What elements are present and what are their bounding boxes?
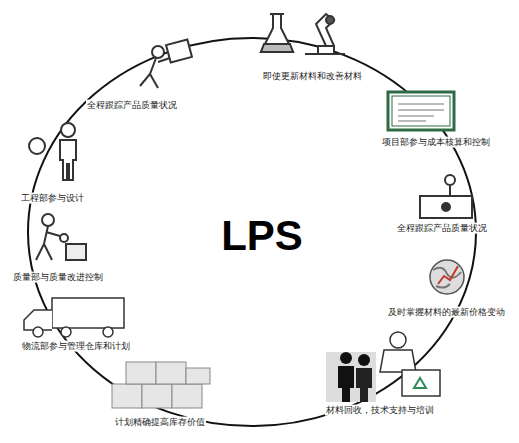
- desk-person-icon: [420, 175, 472, 218]
- cycle-label: 项目部参与成本核算和控制: [381, 137, 491, 148]
- cycle-label: 材料回收，技术支持与培训: [325, 405, 435, 416]
- lab-icon: [261, 14, 345, 54]
- cycle-label: 物流部参与管理仓库和计划: [21, 341, 131, 352]
- recycle-training-icon: [326, 332, 440, 402]
- lps-center-title: LPS: [220, 211, 304, 261]
- pushing-person-icon: [140, 39, 192, 88]
- cycle-label: 及时掌握材料的最新价格变动: [387, 307, 506, 318]
- truck-icon: [24, 298, 124, 337]
- engineer-icon: [29, 123, 76, 180]
- cycle-label: 即使更新材料和改善材料: [262, 71, 363, 82]
- cycle-label: 工程部参与设计: [20, 193, 85, 204]
- cycle-label: 全程跟踪产品质量状况: [86, 100, 178, 111]
- inventory-boxes-icon: [112, 362, 210, 408]
- cycle-label: 质量部与质量改进控制: [12, 272, 104, 283]
- cycle-label: 全程跟踪产品质量状况: [396, 223, 488, 234]
- cycle-label: 计划精确提高库存价值: [114, 417, 206, 428]
- globe-chart-icon: [430, 260, 464, 294]
- inspector-icon: [36, 214, 86, 260]
- certificate-icon: [388, 92, 454, 130]
